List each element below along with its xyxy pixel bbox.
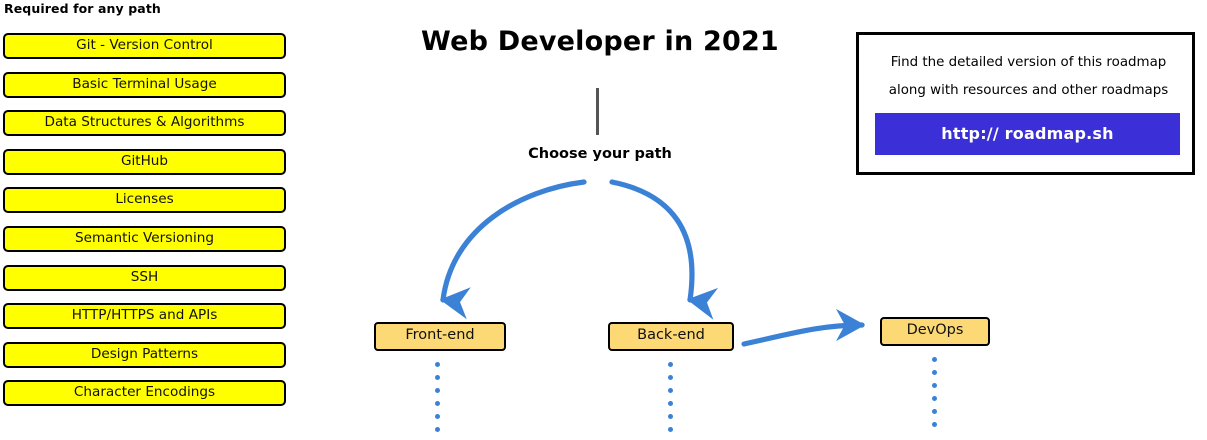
required-item-1[interactable]: Basic Terminal Usage <box>3 71 286 98</box>
trail-dot <box>435 362 440 367</box>
dot-trail-devops <box>932 357 937 435</box>
arrow-to-frontend <box>439 179 587 320</box>
dot-trail-backend <box>668 362 673 440</box>
roadmap-url-button[interactable]: http:// roadmap.sh <box>875 113 1180 155</box>
required-item-2[interactable]: Data Structures & Algorithms <box>3 110 286 137</box>
path-node-backend[interactable]: Back-end <box>608 322 734 351</box>
trail-dot <box>435 388 440 393</box>
trail-dot <box>668 388 673 393</box>
trail-dot <box>932 409 937 414</box>
path-node-frontend[interactable]: Front-end <box>374 322 506 351</box>
required-item-4[interactable]: Licenses <box>3 187 286 214</box>
required-for-any-path-section: Required for any path Git - Version Cont… <box>0 0 300 436</box>
trail-dot <box>668 362 673 367</box>
trail-dot <box>435 427 440 432</box>
trail-dot <box>668 427 673 432</box>
trail-dot <box>932 357 937 362</box>
trail-dot <box>668 375 673 380</box>
roadmap-info-card: Find the detailed version of this roadma… <box>856 32 1195 175</box>
trail-dot <box>435 401 440 406</box>
page-title: Web Developer in 2021 <box>421 26 779 57</box>
info-card-line-2: along with resources and other roadmaps <box>888 83 1169 98</box>
trail-dot <box>435 375 440 380</box>
required-item-3[interactable]: GitHub <box>3 148 286 175</box>
trail-dot <box>668 401 673 406</box>
trail-dot <box>932 383 937 388</box>
arrow-to-backend <box>609 179 719 320</box>
required-item-0[interactable]: Git - Version Control <box>3 33 286 59</box>
info-card-line-1: Find the detailed version of this roadma… <box>890 55 1167 70</box>
required-item-7[interactable]: HTTP/HTTPS and APIs <box>3 303 286 330</box>
title-stem-line <box>596 88 599 135</box>
required-item-6[interactable]: SSH <box>3 264 286 291</box>
required-item-8[interactable]: Design Patterns <box>3 341 286 368</box>
trail-dot <box>932 422 937 427</box>
trail-dot <box>668 414 673 419</box>
trail-dot <box>435 414 440 419</box>
trail-dot <box>932 396 937 401</box>
trail-dot <box>932 370 937 375</box>
required-section-heading: Required for any path <box>4 1 161 16</box>
dot-trail-frontend <box>435 362 440 440</box>
choose-your-path-label: Choose your path <box>528 146 672 162</box>
required-item-5[interactable]: Semantic Versioning <box>3 226 286 252</box>
required-item-9[interactable]: Character Encodings <box>3 380 286 407</box>
arrow-backend-to-devops <box>741 308 866 347</box>
path-node-devops[interactable]: DevOps <box>880 317 990 346</box>
